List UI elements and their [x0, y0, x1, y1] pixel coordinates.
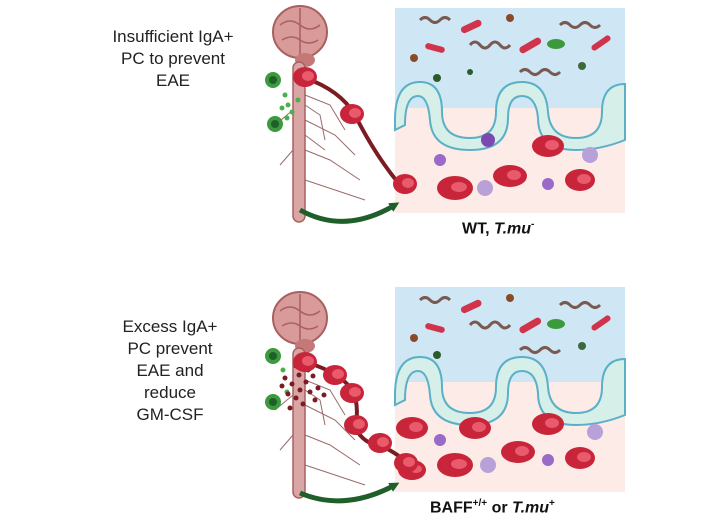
- brain-icon: [272, 291, 328, 353]
- green-cells-top: [265, 72, 301, 132]
- caption-italic: T.mu: [494, 220, 532, 238]
- curved-arrow-icon: [298, 202, 400, 224]
- panel-top: [265, 5, 626, 224]
- brain-icon: [272, 5, 328, 67]
- text-line: PC to prevent: [121, 49, 225, 68]
- caption-sup: -: [531, 219, 535, 230]
- nerves-bottom: [274, 379, 366, 486]
- spinal-cord-icon: [292, 347, 306, 499]
- text-line: EAE: [155, 71, 191, 90]
- panel-bottom-text: Excess IgA+ PC prevent EAE and reduce GM…: [90, 316, 250, 426]
- nerves-top: [274, 94, 366, 201]
- tissue-cells-top: [434, 133, 598, 200]
- green-cells-bottom: [265, 348, 290, 410]
- caption-sup: +/+: [472, 498, 488, 509]
- panel-bottom: [265, 287, 626, 504]
- text-line: Insufficient IgA+: [112, 27, 234, 46]
- tissue-cells-bottom: [396, 413, 603, 480]
- text-line: reduce: [144, 383, 196, 402]
- caption-bottom: BAFF+/+ or T.mu+: [430, 498, 555, 517]
- caption-rest: or: [487, 499, 513, 517]
- epithelium-top: [394, 80, 626, 152]
- caption-sup-2: +: [549, 498, 555, 509]
- bacteria-icon: [410, 294, 611, 359]
- caption-main: BAFF: [430, 499, 473, 517]
- panel-top-text: Insufficient IgA+ PC to prevent EAE: [78, 26, 268, 92]
- text-line: PC prevent: [127, 339, 213, 358]
- caption-top: WT, T.mu-: [462, 219, 534, 238]
- lymph-vessel-top: [304, 76, 402, 187]
- text-line: Excess IgA+: [122, 317, 218, 336]
- bacteria-icon: [410, 14, 611, 82]
- caption-main: WT,: [462, 220, 494, 238]
- epithelium-bottom: [394, 355, 626, 427]
- text-line: GM-CSF: [136, 405, 204, 424]
- spinal-cord-icon: [292, 61, 306, 223]
- caption-italic: T.mu: [512, 499, 550, 517]
- text-line: EAE and: [136, 361, 204, 380]
- curved-arrow-icon: [299, 482, 400, 504]
- dark-dots-bottom: [279, 363, 327, 411]
